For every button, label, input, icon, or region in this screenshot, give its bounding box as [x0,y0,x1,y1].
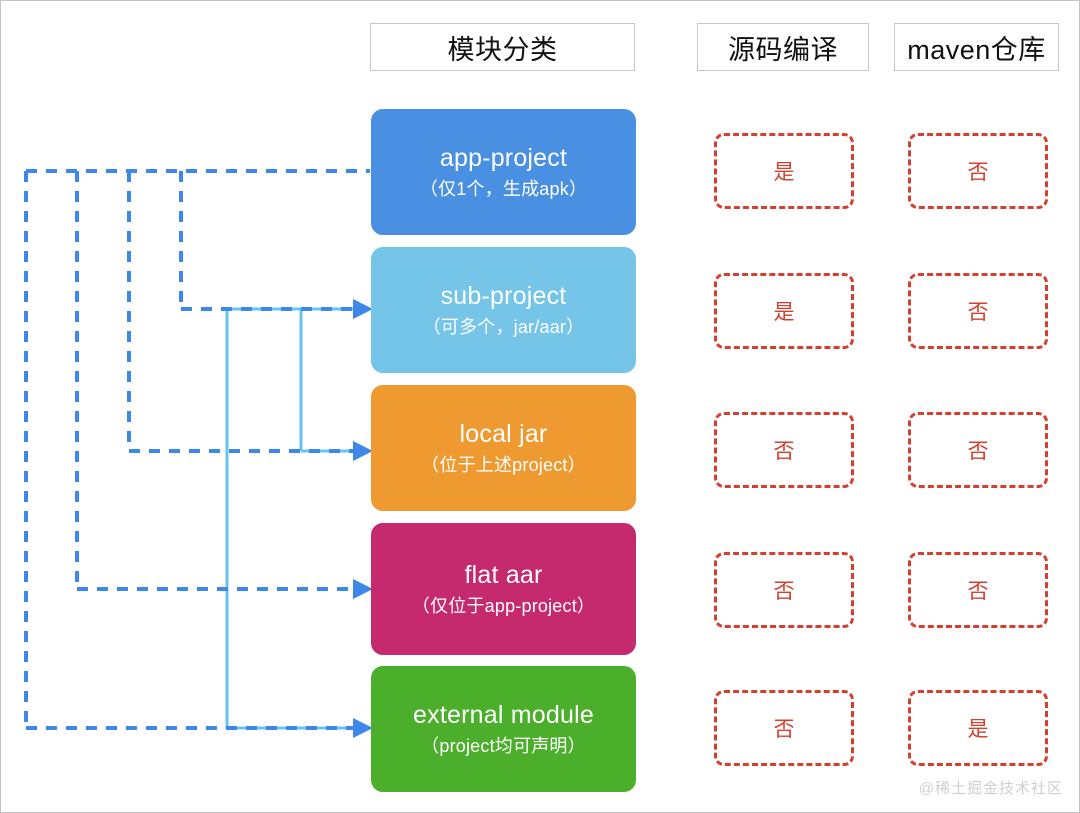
compile-answer-flat-aar: 否 [714,552,854,628]
maven-answer-sub-project: 否 [908,273,1048,349]
module-box-sub-project[interactable]: sub-project （可多个，jar/aar） [371,247,636,373]
header-module-category: 模块分类 [370,23,635,71]
compile-answer-external-module: 否 [714,690,854,766]
module-box-flat-aar[interactable]: flat aar （仅位于app-project） [371,523,636,655]
module-box-app-project[interactable]: app-project （仅1个，生成apk） [371,109,636,235]
header-source-compile: 源码编译 [697,23,869,71]
watermark: @稀土掘金技术社区 [918,780,1063,797]
maven-answer-local-jar: 否 [908,412,1048,488]
arrow-sub [353,299,373,319]
module-subtitle-local-jar: （位于上述project） [421,454,586,475]
module-subtitle-external-module: （project均可声明） [421,735,586,756]
module-subtitle-flat-aar: （仅位于app-project） [411,595,596,616]
module-title-app-project: app-project [439,143,568,172]
module-title-sub-project: sub-project [440,281,567,310]
arrow-localjar [353,441,373,461]
compile-answer-app-project: 是 [714,133,854,209]
arrow-heads [353,299,373,738]
module-title-local-jar: local jar [459,419,548,448]
module-box-external-module[interactable]: external module （project均可声明） [371,666,636,792]
maven-answer-external-module: 是 [908,690,1048,766]
compile-answer-local-jar: 否 [714,412,854,488]
module-title-external-module: external module [413,700,594,729]
arrow-flataar [353,579,373,599]
module-subtitle-app-project: （仅1个，生成apk） [419,178,588,199]
module-box-local-jar[interactable]: local jar （位于上述project） [371,385,636,511]
arrow-external [353,718,373,738]
module-title-flat-aar: flat aar [464,560,543,589]
module-subtitle-sub-project: （可多个，jar/aar） [422,316,585,337]
header-maven-repo: maven仓库 [894,23,1059,71]
compile-answer-sub-project: 是 [714,273,854,349]
maven-answer-flat-aar: 否 [908,552,1048,628]
maven-answer-app-project: 否 [908,133,1048,209]
